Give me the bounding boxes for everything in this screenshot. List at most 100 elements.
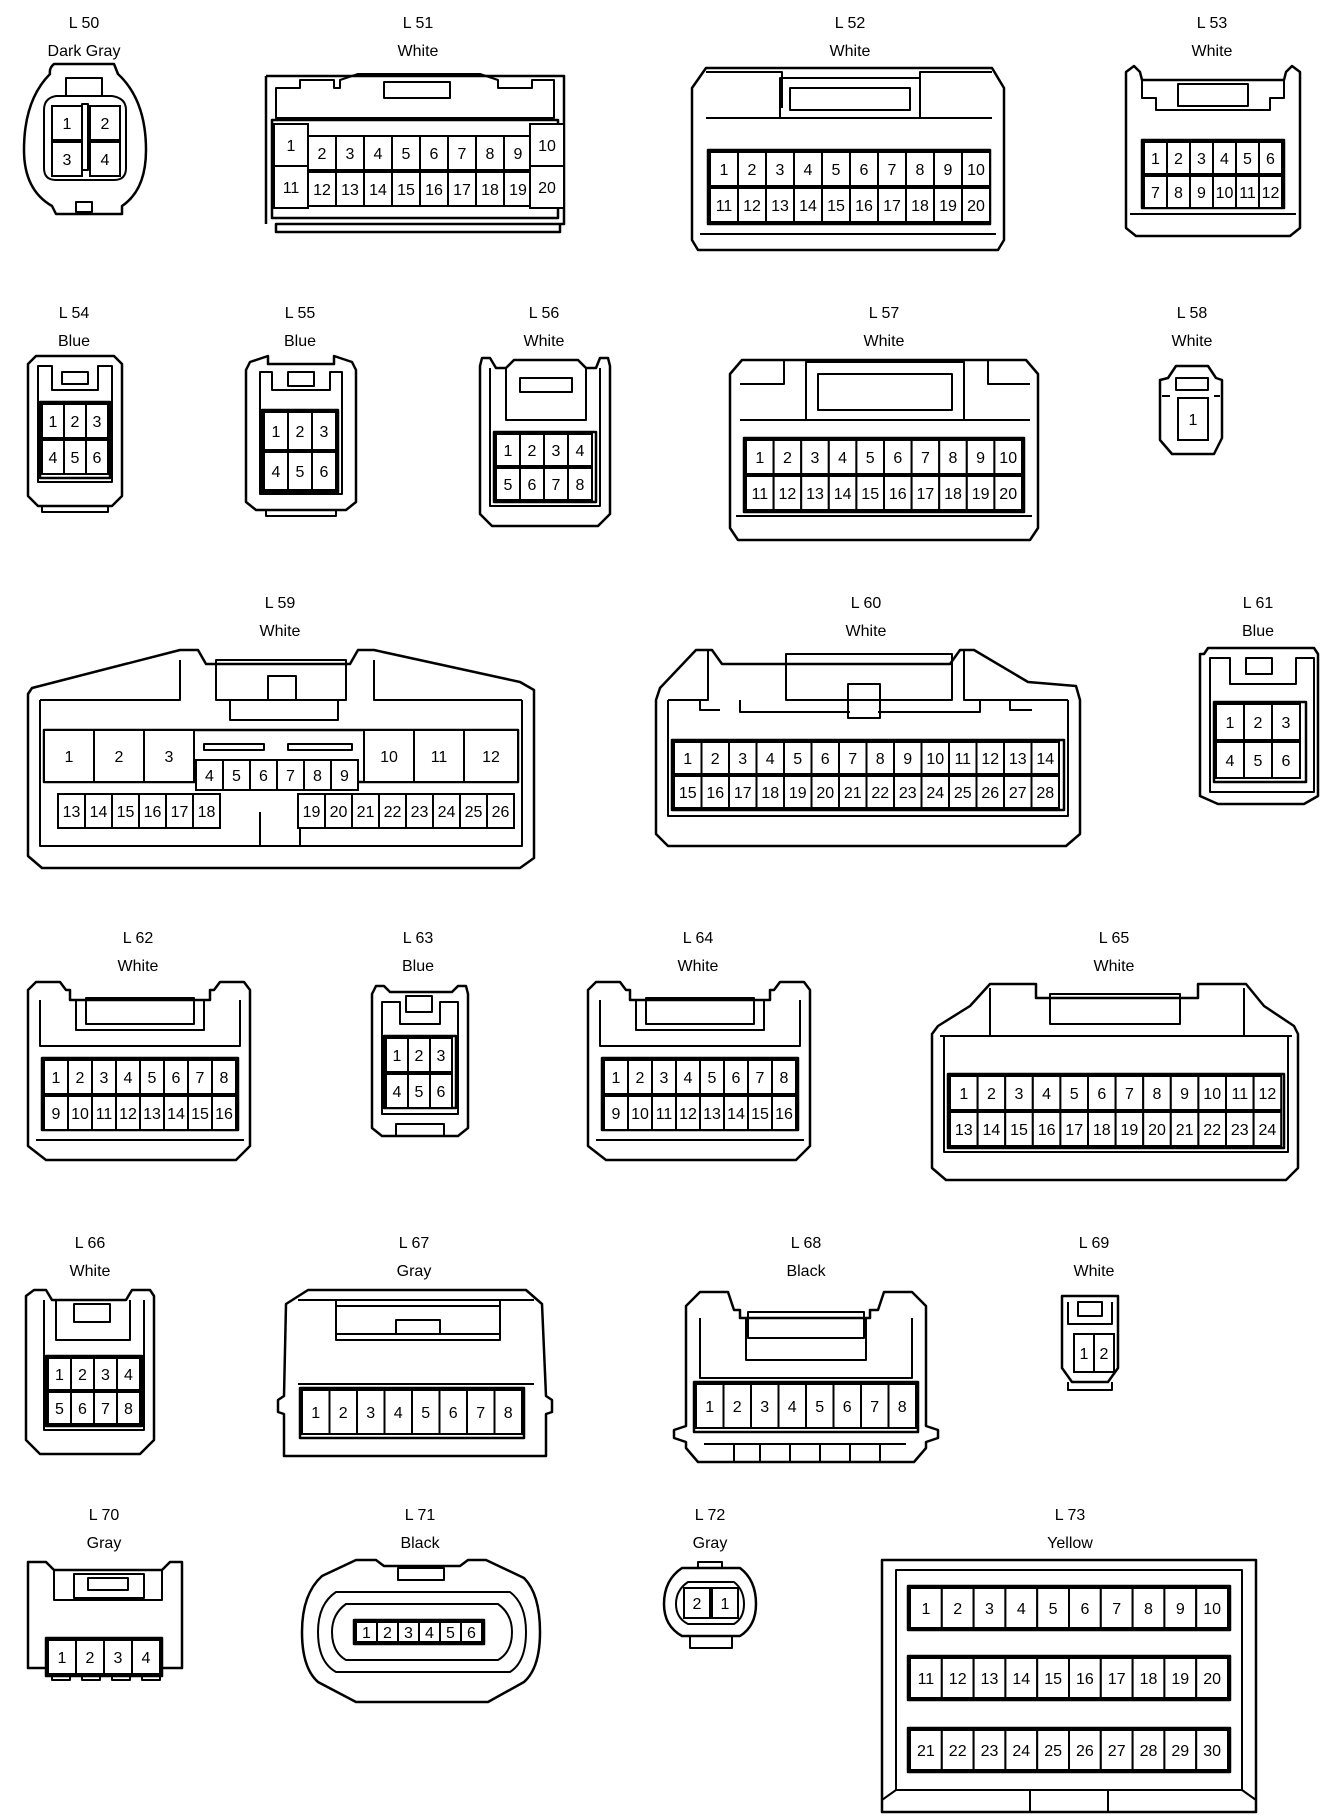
pin-cell: 27: [1003, 775, 1033, 809]
pin-number: 16: [144, 804, 162, 821]
connector-body: [26, 648, 536, 870]
pin-cavity: [838, 775, 868, 809]
pin-cavity: [187, 1095, 213, 1131]
pin-cell: 11: [273, 165, 309, 209]
pin-number: 4: [804, 162, 813, 179]
pin-cavity: [683, 1587, 711, 1619]
connector-color: White: [830, 43, 871, 60]
pin-number: 17: [1065, 1122, 1083, 1139]
pin-number: 4: [393, 1084, 402, 1101]
pin-cell: 17: [877, 187, 907, 223]
pin-cavity: [765, 187, 795, 223]
pin-number: 1: [63, 116, 72, 133]
pin-number: 11: [1239, 185, 1256, 202]
pin-cavity: [1258, 141, 1283, 175]
pin-number: 5: [415, 1084, 424, 1101]
connector-slots: [704, 1443, 906, 1462]
pin-cell: 9: [330, 759, 359, 791]
connector-latch: [287, 371, 315, 387]
pin-cell: 1: [43, 729, 95, 783]
pin-cavity: [972, 1587, 1007, 1629]
pin-cell: 2: [722, 1383, 752, 1429]
pin-number: 28: [1036, 785, 1054, 802]
pin-field: [298, 1386, 526, 1440]
pin-number: 10: [71, 1106, 89, 1123]
pin-cavity: [567, 467, 593, 501]
pin-cavity: [411, 1389, 441, 1435]
pin-cavity: [827, 475, 858, 511]
pin-cavity: [211, 1059, 237, 1095]
pin-cell: 23: [893, 775, 923, 809]
pin-number: 10: [926, 751, 944, 768]
pin-cavity: [1004, 1587, 1039, 1629]
pin-cavity: [905, 151, 935, 187]
pin-number: 16: [1038, 1122, 1056, 1139]
pin-cavity: [1177, 397, 1209, 441]
connector-latch: [519, 377, 573, 393]
pin-number: 1: [721, 1596, 730, 1613]
pin-number: 15: [679, 785, 697, 802]
pin-number: 1: [55, 1367, 64, 1384]
pin-cell: 25: [1036, 1729, 1070, 1771]
pin-cell: 5: [783, 741, 813, 775]
connector-ribs: [881, 1789, 1257, 1812]
pin-cavity: [163, 1059, 189, 1095]
pin-cell: 16: [1068, 1657, 1102, 1699]
pin-cell: 13: [57, 793, 86, 829]
connector-bottom: [265, 510, 337, 517]
pin-cell: 11: [1235, 175, 1260, 209]
pin-cell: 10: [993, 439, 1024, 475]
pin-number: 21: [1176, 1122, 1194, 1139]
connector-body: [1060, 1294, 1120, 1384]
pin-cavity: [865, 741, 895, 775]
pin-cell: 1: [909, 1587, 943, 1629]
pin-number: 8: [1174, 185, 1183, 202]
pin-cell: 3: [51, 141, 83, 177]
pin-cell: 1: [709, 151, 739, 187]
pin-cell: 5: [1036, 1587, 1070, 1629]
pin-cell: 2: [89, 105, 121, 141]
pin-cell: 17: [447, 171, 477, 207]
connector-inner: [940, 988, 1292, 1153]
pin-cavity: [529, 165, 565, 209]
pin-number: 1: [272, 424, 281, 441]
pin-cell: 4: [755, 741, 785, 775]
pin-number: 6: [259, 768, 268, 785]
pin-cavity: [211, 1095, 237, 1131]
pin-number: 1: [52, 1070, 61, 1087]
pin-cell: 4: [195, 759, 224, 791]
pin-number: 1: [755, 450, 764, 467]
pin-field: [352, 1618, 486, 1646]
pin-cavity: [85, 403, 109, 439]
pin-cavity: [821, 187, 851, 223]
pin-cell: 10: [920, 741, 950, 775]
pin-cell: 4: [89, 141, 121, 177]
pin-field: [260, 408, 340, 494]
pin-cell: 14: [723, 1095, 749, 1131]
pin-cell: 15: [111, 793, 140, 829]
pin-cavity: [91, 1095, 117, 1131]
pin-cavity: [883, 475, 913, 511]
connector-tab: [75, 201, 93, 213]
pin-cavity: [57, 793, 86, 829]
pin-number: 3: [660, 1070, 669, 1087]
connector-color: Gray: [397, 1263, 432, 1280]
pin-cavity: [115, 1059, 141, 1095]
connector-inner: [259, 371, 343, 495]
pin-cell: 8: [211, 1059, 237, 1095]
pin-cell: 12: [1252, 1075, 1283, 1111]
pin-cavity: [543, 467, 569, 501]
pin-number: 10: [380, 749, 398, 766]
pin-number: 4: [272, 464, 281, 481]
connector-latch: [747, 1311, 865, 1339]
connector-inner: [1141, 80, 1285, 111]
pin-number: 10: [1203, 1086, 1221, 1103]
pin-cell: 6: [438, 1389, 468, 1435]
pin-cavity: [475, 171, 505, 207]
pin-cell: 23: [1225, 1111, 1255, 1147]
pin-cell: 18: [905, 187, 935, 223]
pin-cavity: [965, 439, 996, 475]
pin-cell: 11: [745, 475, 775, 511]
pin-cavity: [627, 1059, 653, 1095]
pin-cell: 24: [1004, 1729, 1039, 1771]
